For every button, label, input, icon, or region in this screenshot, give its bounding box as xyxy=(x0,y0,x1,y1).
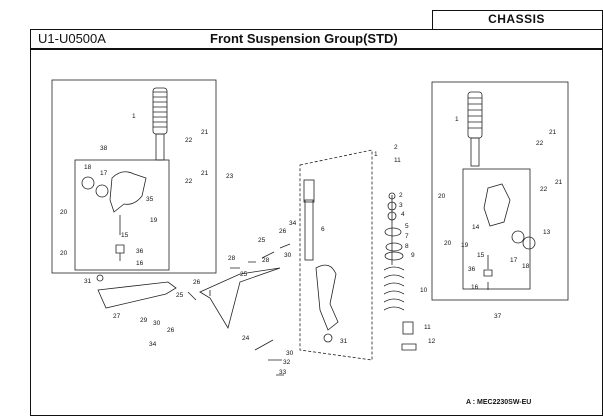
callout-23: 23 xyxy=(226,173,234,180)
callout-36: 36 xyxy=(136,248,144,255)
callout-33: 33 xyxy=(279,369,287,376)
callout-13: 13 xyxy=(543,229,551,236)
callout-22: 22 xyxy=(185,137,193,144)
callout-26b: 26 xyxy=(193,279,201,286)
left-knuckle xyxy=(81,171,147,261)
right-knuckle-box xyxy=(462,168,531,290)
callout-16: 16 xyxy=(136,260,144,267)
left-shock-absorber xyxy=(152,87,168,161)
callout-4: 4 xyxy=(401,211,405,218)
callout-19: 19 xyxy=(461,242,469,249)
callout-14: 14 xyxy=(472,224,480,231)
callout-26: 26 xyxy=(167,327,175,334)
callout-19: 19 xyxy=(150,217,158,224)
callout-36b: 36 xyxy=(468,266,476,273)
lower-arm-center xyxy=(187,243,291,376)
callout-32: 32 xyxy=(283,359,291,366)
callout-8: 8 xyxy=(405,243,409,250)
callout-15: 15 xyxy=(121,232,129,239)
callout-17b: 17 xyxy=(510,257,518,264)
callout-31: 31 xyxy=(84,278,92,285)
callout-22b: 22 xyxy=(185,178,193,185)
callout-18: 18 xyxy=(84,164,92,171)
callout-21c: 21 xyxy=(549,129,557,136)
callout-1: 1 xyxy=(132,113,136,120)
callout-28: 28 xyxy=(228,255,236,262)
callout-10: 10 xyxy=(420,287,428,294)
coil-spring-assembly xyxy=(383,192,417,351)
callout-16b: 16 xyxy=(471,284,479,291)
callout-30c: 30 xyxy=(286,350,294,357)
callout-26c: 26 xyxy=(279,228,287,235)
callout-6: 6 xyxy=(321,226,325,233)
callout-25c: 25 xyxy=(240,271,248,278)
callout-3: 3 xyxy=(399,202,403,209)
callout-11b: 11 xyxy=(424,324,431,331)
callout-30: 30 xyxy=(153,320,161,327)
callout-11: 11 xyxy=(394,157,401,164)
callout-24: 24 xyxy=(242,335,250,342)
callout-37: 37 xyxy=(494,313,502,320)
callout-20d: 20 xyxy=(444,240,452,247)
center-strut xyxy=(299,149,373,361)
right-shock-absorber xyxy=(467,91,483,167)
callout-30b: 30 xyxy=(284,252,292,259)
callout-7: 7 xyxy=(405,233,409,240)
page-title: Front Suspension Group(STD) xyxy=(210,31,398,46)
callout-31b: 31 xyxy=(340,338,348,345)
callout-27: 27 xyxy=(113,313,121,320)
callout-9: 9 xyxy=(411,252,415,259)
callout-29: 29 xyxy=(140,317,148,324)
callout-15b: 15 xyxy=(477,252,485,259)
callout-21d: 21 xyxy=(555,179,563,186)
callout-22c: 22 xyxy=(536,140,544,147)
callout-21b: 21 xyxy=(201,170,209,177)
callout-38: 38 xyxy=(100,145,108,152)
callout-18b: 18 xyxy=(522,263,530,270)
callout-34b: 34 xyxy=(289,220,297,227)
callout-20b: 20 xyxy=(60,250,68,257)
callout-20: 20 xyxy=(60,209,68,216)
callout-2b: 2 xyxy=(399,192,403,199)
diagram-reference: A : MEC2230SW-EU xyxy=(466,399,532,406)
callout-22d: 22 xyxy=(540,186,548,193)
callout-35: 35 xyxy=(146,196,154,203)
callout-25b: 25 xyxy=(258,237,266,244)
right-assembly-box xyxy=(431,81,569,301)
callout-34: 34 xyxy=(149,341,157,348)
callout-20c: 20 xyxy=(438,193,446,200)
callout-1b: 1 xyxy=(374,151,378,158)
callout-25: 25 xyxy=(176,292,184,299)
callout-17: 17 xyxy=(100,170,108,177)
right-knuckle xyxy=(483,183,536,290)
lower-arm-left xyxy=(96,274,177,309)
callout-21: 21 xyxy=(201,129,209,136)
callout-28b: 28 xyxy=(262,257,270,264)
callout-2: 2 xyxy=(394,144,398,151)
callout-12: 12 xyxy=(428,338,436,345)
section-label: CHASSIS xyxy=(488,12,545,26)
callout-1c: 1 xyxy=(455,116,459,123)
callout-5: 5 xyxy=(405,223,409,230)
group-code: U1-U0500A xyxy=(38,31,106,46)
left-assembly-box xyxy=(51,79,217,274)
left-knuckle-box xyxy=(74,159,170,271)
